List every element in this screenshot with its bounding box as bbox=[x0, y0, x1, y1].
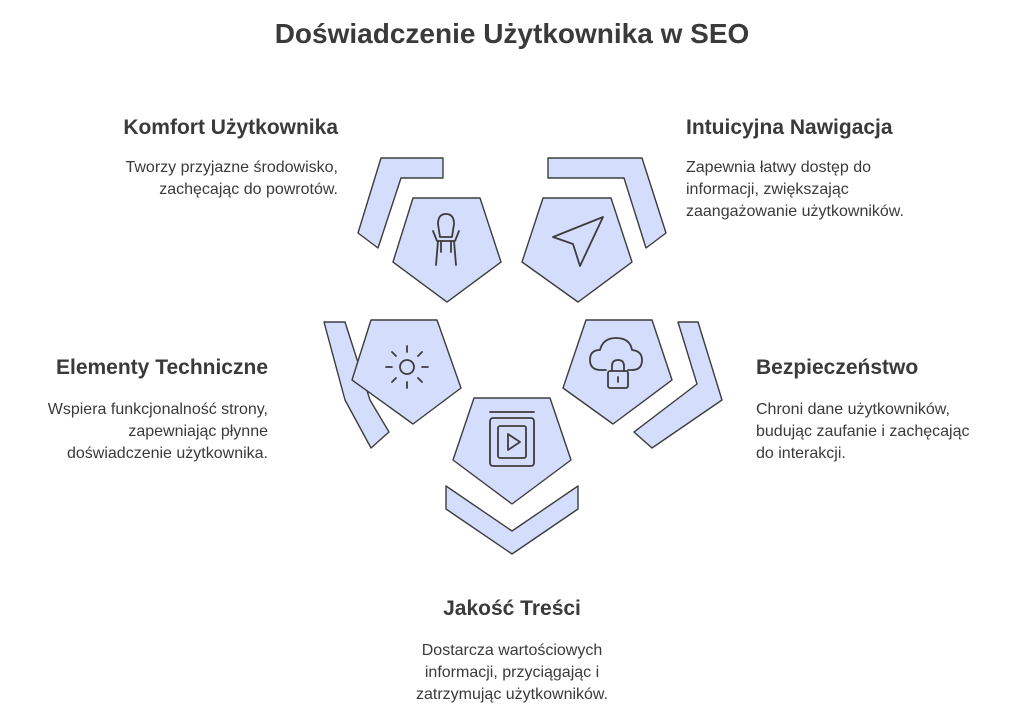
navigation-description: Zapewnia łatwy dostęp do informacji, zwi… bbox=[686, 157, 904, 223]
content-chevron bbox=[445, 485, 579, 555]
technical-desc-line: doświadczenie użytkownika. bbox=[67, 445, 268, 462]
sun-gear-icon bbox=[385, 345, 429, 389]
technical-pentagon bbox=[351, 319, 462, 425]
content-desc-line: informacji, przyciągając i bbox=[424, 664, 600, 681]
navigation-arrow-icon bbox=[552, 216, 604, 267]
content-heading: Jakość Treści bbox=[443, 597, 581, 620]
navigation-chevron bbox=[547, 157, 667, 249]
technical-description: Wspiera funkcjonalność strony, zapewniaj… bbox=[48, 399, 268, 465]
navigation-desc-line: informacji, zwiększając bbox=[686, 181, 849, 198]
content-desc-line: zatrzymując użytkowników. bbox=[415, 686, 609, 703]
comfort-description: Tworzy przyjazne środowisko, zachęcając … bbox=[125, 157, 338, 201]
security-description: Chroni dane użytkowników, budując zaufan… bbox=[756, 399, 969, 465]
video-book-icon bbox=[489, 411, 535, 467]
security-desc-line: do interakcji. bbox=[756, 445, 846, 462]
content-desc-line: Dostarcza wartościowych bbox=[421, 642, 603, 659]
security-heading: Bezpieczeństwo bbox=[756, 356, 919, 379]
navigation-desc-line: zaangażowanie użytkowników. bbox=[686, 203, 904, 220]
technical-desc-line: Wspiera funkcjonalność strony, bbox=[47, 401, 268, 418]
security-desc-line: budując zaufanie i zachęcając bbox=[756, 423, 970, 440]
navigation-desc-line: Zapewnia łatwy dostęp do bbox=[686, 159, 871, 176]
comfort-heading: Komfort Użytkownika bbox=[123, 116, 338, 139]
comfort-desc-line: Tworzy przyjazne środowisko, bbox=[125, 159, 338, 176]
technical-heading: Elementy Techniczne bbox=[55, 356, 268, 379]
content-description: Dostarcza wartościowych informacji, przy… bbox=[342, 640, 682, 706]
security-chevron bbox=[633, 321, 723, 449]
chair-icon bbox=[432, 213, 460, 266]
comfort-desc-line: zachęcając do powrotów. bbox=[159, 181, 338, 198]
navigation-heading: Intuicyjna Nawigacja bbox=[686, 116, 893, 139]
navigation-pentagon bbox=[521, 197, 633, 303]
diagram-title: Doświadczenie Użytkownika w SEO bbox=[274, 18, 750, 49]
comfort-pentagon bbox=[392, 197, 502, 303]
cloud-lock-icon bbox=[589, 337, 643, 389]
comfort-chevron bbox=[357, 157, 444, 249]
security-pentagon bbox=[562, 319, 673, 425]
content-pentagon bbox=[452, 397, 572, 505]
technical-desc-line: zapewniając płynne bbox=[128, 423, 268, 440]
technical-chevron bbox=[323, 321, 390, 449]
security-desc-line: Chroni dane użytkowników, bbox=[756, 401, 950, 418]
